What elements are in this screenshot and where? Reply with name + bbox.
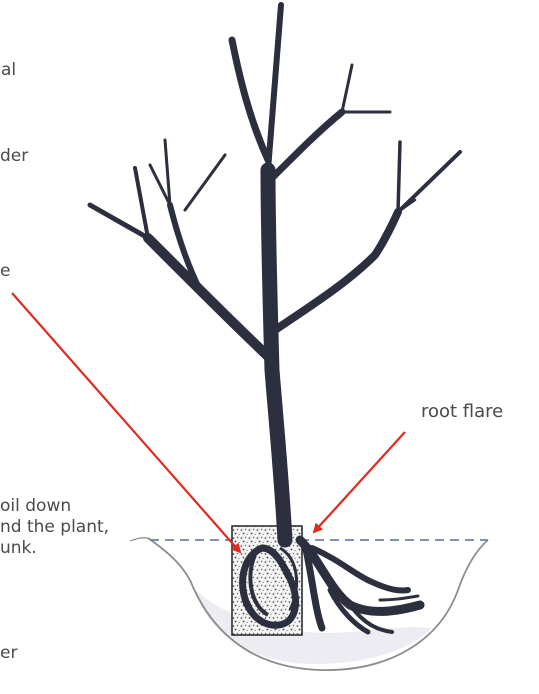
soil-instruction-text: oil down nd the plant, unk. bbox=[0, 496, 109, 559]
soil-instruction-line-2: nd the plant, bbox=[0, 517, 109, 538]
soil-instruction-line-3: unk. bbox=[0, 538, 109, 559]
root-flare-label: root flare bbox=[421, 401, 503, 422]
text-fragment-er: er bbox=[0, 643, 17, 664]
text-fragment-al: al bbox=[1, 60, 16, 81]
tree bbox=[90, 5, 460, 540]
roots bbox=[300, 540, 420, 632]
red-arrow-root-flare bbox=[314, 432, 405, 532]
soil-instruction-line-1: oil down bbox=[0, 496, 109, 517]
text-fragment-e: e bbox=[0, 261, 10, 282]
text-fragment-der: der bbox=[0, 146, 28, 167]
